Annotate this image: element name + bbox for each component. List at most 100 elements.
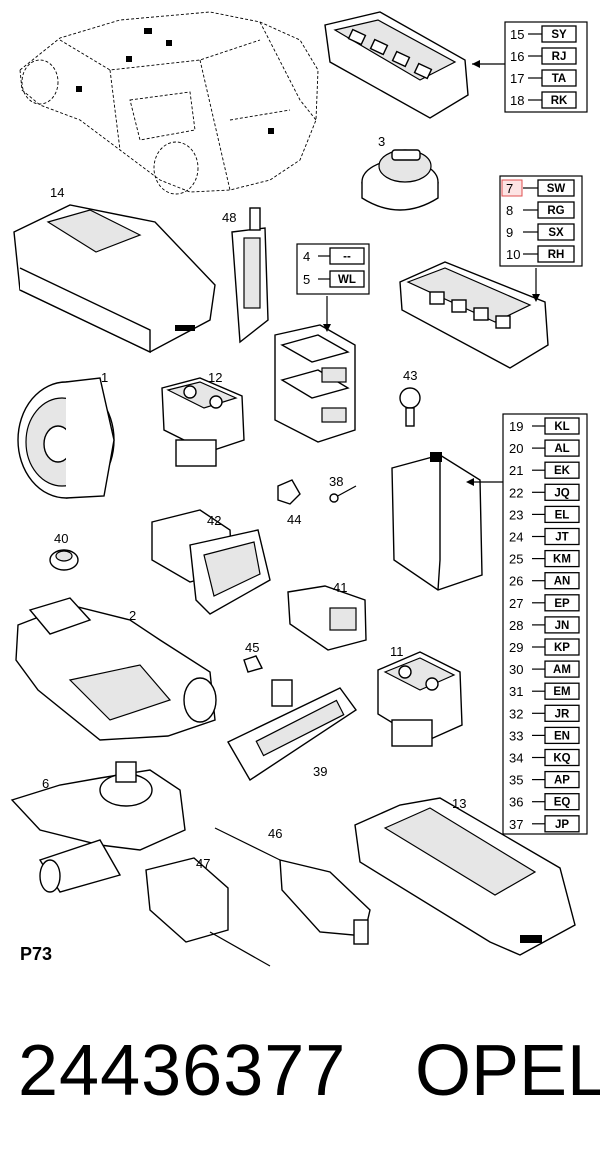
legend-code: EN: [554, 730, 570, 742]
legend-row: 21 EK: [509, 461, 580, 479]
legend-ref-number: 26: [509, 574, 523, 589]
legend-code: JN: [555, 620, 570, 632]
code-box: [537, 223, 575, 241]
legend-code: AN: [554, 576, 571, 588]
legend-code: --: [343, 251, 351, 263]
legend-row: 17 TA: [510, 69, 577, 87]
legend-ref-number: 22: [509, 485, 523, 500]
legend-code: KL: [554, 421, 569, 433]
storage-tray-13: [354, 797, 576, 956]
switch-pair-4-5: [274, 296, 356, 443]
car-outline: [19, 11, 319, 195]
legend-ref-number: 21: [509, 463, 523, 478]
legend-ref-number: 5: [303, 272, 310, 287]
code-box: [544, 793, 580, 811]
part-label: 40: [54, 531, 68, 546]
part-number: 24436377: [18, 1031, 347, 1111]
legend-ref-number: 34: [509, 751, 523, 766]
legend-ref-number: 31: [509, 684, 523, 699]
part-label: 1: [101, 370, 108, 385]
legend-code: KP: [554, 642, 570, 654]
legend-code: EK: [554, 465, 571, 477]
code-box: [544, 726, 580, 745]
legend-row: 29 KP: [509, 638, 580, 656]
window-switch-passenger: [399, 261, 549, 369]
legend-code: RK: [551, 95, 568, 107]
legend-ref-number: 24: [509, 530, 523, 545]
code-box: [541, 25, 577, 43]
legend-ref-number: 30: [509, 662, 523, 677]
part-label: 13: [452, 796, 466, 811]
legend-code: AM: [553, 664, 571, 676]
legend-code: JT: [555, 532, 568, 544]
code-box: [544, 616, 580, 634]
code-box: [544, 483, 580, 501]
code-box: [544, 505, 580, 524]
exploded-view-svg: 3 14 48 1 12 43 38 44 42 40 41 2 45 11 3…: [10, 11, 588, 967]
actuator-46: [214, 827, 371, 945]
part-label: 12: [208, 370, 222, 385]
code-box: [544, 594, 580, 612]
handle-switch-39: [227, 679, 357, 781]
legend-ref-number: 29: [509, 640, 523, 655]
legend-code: TA: [552, 73, 566, 85]
legend-ref-number: 10: [506, 247, 520, 262]
code-box: [544, 417, 580, 435]
legend-row: 30 AM: [509, 660, 580, 678]
code-box: [537, 179, 575, 197]
code-box: [544, 439, 580, 457]
module-47: [145, 857, 271, 967]
part-label: 6: [42, 776, 49, 791]
code-box: [541, 69, 577, 87]
switch-41: [287, 585, 367, 651]
window-switch-driver: [324, 11, 505, 119]
legend-code: SY: [551, 29, 567, 41]
legend-ref-number: 36: [509, 795, 523, 810]
legend-ref-number: 4: [303, 249, 310, 264]
legend-row: 10 RH: [506, 245, 575, 263]
code-box: [544, 527, 580, 546]
legend-ref-number: 25: [509, 552, 523, 567]
code-box: [544, 549, 580, 568]
legend-code: EQ: [554, 797, 571, 809]
part-48: [231, 207, 269, 344]
code-box: [541, 47, 577, 65]
legend-ref-number: 17: [510, 71, 524, 86]
legend-code: JP: [555, 819, 569, 831]
code-box: [544, 660, 580, 678]
legend-ref-number: 23: [509, 507, 523, 522]
legend-code: EM: [553, 686, 570, 698]
part-label: 47: [196, 856, 210, 871]
legend-code: RH: [548, 249, 565, 261]
code-box: [544, 770, 580, 789]
legend-ref-number: 27: [509, 596, 523, 611]
legend-ref-number: 19: [509, 419, 523, 434]
code-box: [537, 201, 575, 219]
part-label: 41: [333, 580, 347, 595]
legend-ref-number: 20: [509, 441, 523, 456]
legend-code: KQ: [553, 753, 570, 765]
screw-38: [329, 485, 357, 503]
code-box: [537, 245, 575, 263]
legend-ref-number: 9: [506, 225, 513, 240]
clip-45: [243, 655, 264, 673]
light-switch-knob: [361, 149, 439, 211]
legend-row: 34 KQ: [509, 748, 580, 767]
